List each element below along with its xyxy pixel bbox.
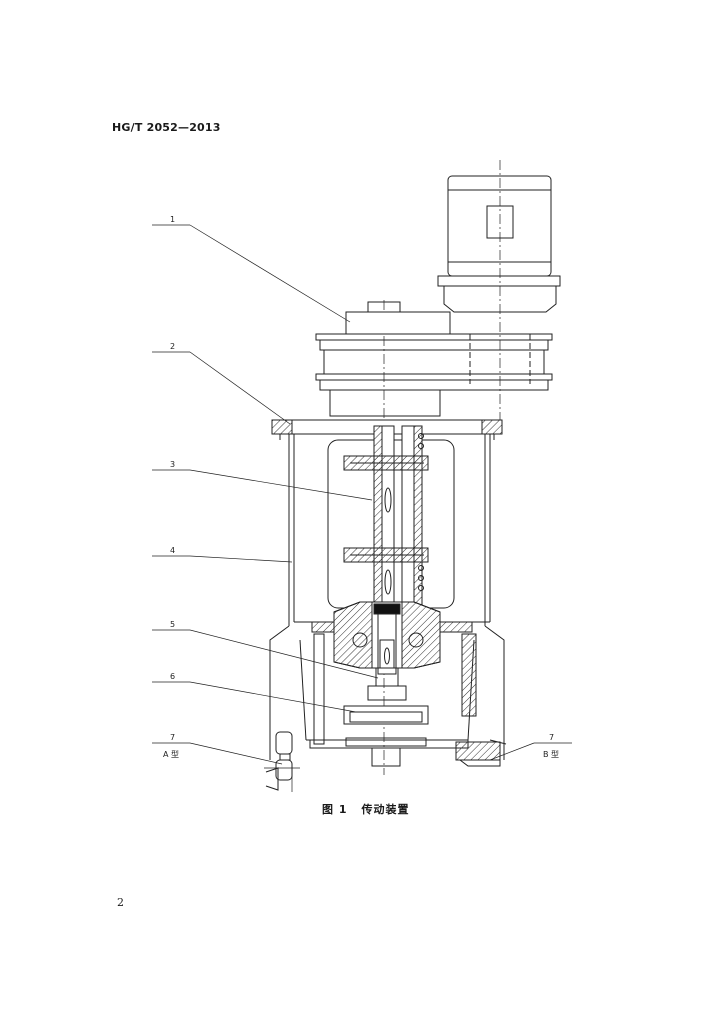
callout-1: 1: [170, 215, 175, 224]
callout-2: 2: [170, 342, 175, 351]
foot-a: [264, 731, 300, 792]
lower-shaft-seal: [343, 639, 429, 767]
callout-5: 5: [170, 620, 175, 629]
callout-4: 4: [170, 546, 175, 555]
page-number: 2: [117, 896, 124, 909]
bearing-housing: [333, 601, 441, 675]
callout-7-a: 7: [170, 733, 175, 742]
callout-7-b: 7: [549, 733, 554, 742]
motor: [437, 175, 561, 313]
shaft-coupling: [343, 425, 429, 617]
standard-code: HG/T 2052—2013: [112, 121, 221, 134]
leader-lines: [152, 224, 572, 765]
figure-number: 图 1: [322, 803, 348, 816]
figure-caption: 图 1 传动装置: [322, 801, 409, 817]
foot-b: [455, 739, 507, 767]
figure-title: 传动装置: [361, 803, 410, 816]
stand-lower: [269, 625, 505, 760]
type-a-label: A 型: [163, 750, 179, 759]
callout-3: 3: [170, 460, 175, 469]
type-b-label: B 型: [543, 750, 559, 759]
reducer: [315, 301, 553, 417]
callout-6: 6: [170, 672, 175, 681]
